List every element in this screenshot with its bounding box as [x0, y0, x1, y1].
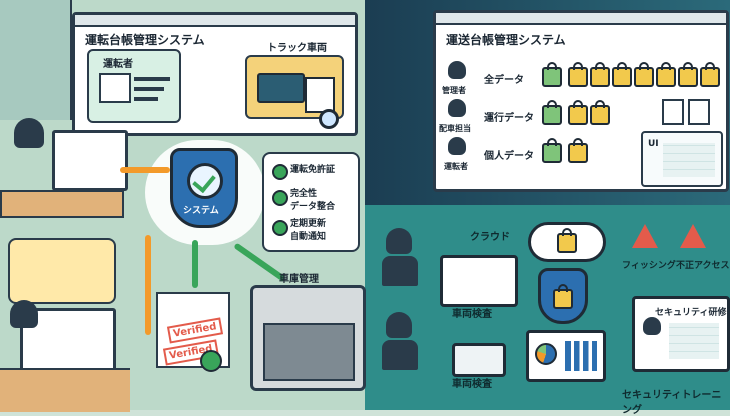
window-titlebar [436, 13, 726, 25]
desk-monitor [52, 130, 128, 191]
lock-icon [568, 62, 588, 87]
lock-icon [590, 62, 610, 87]
lock-icon [568, 100, 588, 125]
checklist-item: 運転免許証 [290, 165, 336, 175]
truck-icon [452, 343, 506, 377]
mini-ui-table: UI [641, 131, 723, 187]
garage-label: 車庫管理 [279, 274, 319, 285]
lock-icon [542, 138, 562, 163]
security-training-label: セキュリティトレーニング [622, 390, 722, 416]
lock-icon [656, 62, 676, 87]
grid-cells [663, 143, 715, 177]
unauthorized-access-label: 不正アクセス [676, 261, 730, 271]
card-line [134, 97, 158, 101]
lock-icon [590, 100, 610, 125]
inspection-clipboard [440, 255, 518, 307]
row-role: 配車担当 [439, 124, 471, 133]
right-window-title: 運送台帳管理システム [446, 33, 566, 47]
inspection-label-2: 車両検査 [452, 379, 492, 390]
checklist-card: 運転免許証 完全性 データ整合 定期更新 自動通知 [262, 152, 360, 252]
checklist-item: 完全性 データ整合 [290, 189, 336, 212]
person-icon [386, 312, 412, 338]
window-view [0, 0, 72, 120]
card-line [134, 87, 164, 91]
bar-chart-icon [565, 341, 597, 371]
driver-label: 運転者 [103, 59, 133, 70]
orange-arrow [120, 167, 170, 173]
driver-avatar-icon [448, 137, 466, 155]
row-role: 運転者 [444, 162, 468, 171]
document-icon [688, 99, 710, 125]
driver-card: 運転者 [87, 49, 181, 123]
card-line [134, 77, 170, 81]
lock-icon [553, 284, 573, 309]
check-icon [272, 220, 288, 236]
desk-2 [0, 368, 130, 412]
checklist-item: 定期更新 自動通知 [290, 219, 327, 242]
id-card-bubble [8, 238, 116, 304]
person-icon [386, 228, 412, 254]
cloud-label: クラウド [470, 232, 510, 243]
dispatcher-avatar-icon [448, 99, 466, 117]
row-data-scope: 運行データ [484, 113, 534, 124]
security-shield [538, 268, 588, 324]
lock-icon [634, 62, 654, 87]
lock-icon [700, 62, 720, 87]
pie-chart-icon [535, 343, 557, 365]
check-icon [272, 164, 288, 180]
desk [0, 190, 124, 218]
security-training-window-title: セキュリティ研修 [655, 308, 727, 318]
inspection-label-1: 車両検査 [452, 309, 492, 320]
person-icon [14, 118, 44, 148]
lock-icon [557, 228, 577, 253]
person-icon [10, 300, 38, 328]
magnifier-icon [319, 109, 339, 129]
parked-trucks [263, 323, 355, 381]
cloud-icon [528, 222, 606, 262]
lock-icon [542, 100, 562, 125]
row-data-scope: 個人データ [484, 151, 534, 162]
security-training-window: セキュリティ研修 [632, 296, 730, 372]
right-system-window: 運送台帳管理システム 管理者 全データ 配車担当 運行データ 運転者 個人データ… [433, 10, 729, 192]
lock-icon [612, 62, 632, 87]
admin-avatar-icon [448, 61, 466, 79]
system-shield: システム [170, 148, 238, 228]
ui-tag: UI [648, 139, 659, 149]
window-titlebar [75, 15, 355, 27]
dashboard-window [526, 330, 606, 382]
phishing-label: フィッシング [622, 261, 676, 271]
shield-label: システム [183, 206, 219, 216]
presentation-board [669, 323, 719, 359]
left-system-window: 運転台帳管理システム 運転者 トラック車両 [72, 12, 358, 136]
document-icon [662, 99, 684, 125]
driver-photo [99, 73, 131, 103]
person-body [382, 340, 418, 370]
lock-icon [542, 62, 562, 87]
check-icon [272, 190, 288, 206]
truck-card: トラック車両 [245, 43, 344, 129]
row-role: 管理者 [442, 86, 466, 95]
left-window-title: 運転台帳管理システム [85, 33, 205, 47]
garage: 車庫管理 [250, 274, 366, 391]
truck-label: トラック車両 [267, 43, 327, 54]
green-arrow [192, 240, 198, 288]
orange-arrow [145, 235, 151, 335]
row-data-scope: 全データ [484, 75, 524, 86]
lock-icon [568, 138, 588, 163]
check-icon [200, 350, 222, 372]
lock-icon [678, 62, 698, 87]
trainer-icon [643, 317, 661, 335]
person-body [382, 256, 418, 286]
document-icon [305, 77, 335, 113]
truck-icon [257, 73, 305, 103]
check-circle-icon [187, 163, 223, 199]
